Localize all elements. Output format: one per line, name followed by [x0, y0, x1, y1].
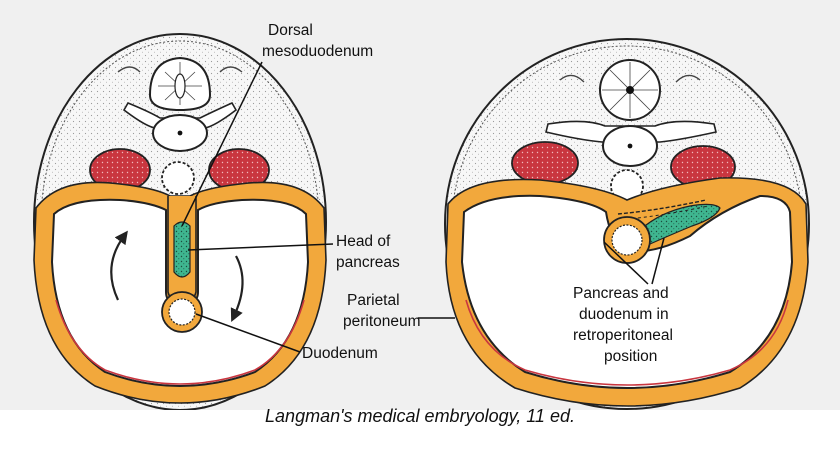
label-retro-line-4: position — [604, 348, 657, 365]
left-pancreas-head — [173, 221, 191, 278]
left-rotation-arrow-right — [230, 255, 244, 322]
right-pancreas — [639, 203, 721, 245]
label-mesoduodenum: mesoduodenum — [262, 43, 373, 60]
right-aorta — [610, 169, 644, 203]
label-duodenum: Duodenum — [302, 345, 378, 362]
label-dorsal: Dorsal — [268, 22, 313, 39]
left-rotation-arrow-left — [110, 230, 128, 301]
embryology-diagram: Dorsal mesoduodenum Head of pancreas Par… — [0, 0, 840, 410]
left-cross-section — [33, 33, 327, 410]
leader-dorsal-mesoduodenum — [181, 61, 263, 227]
label-peritoneum: peritoneum — [343, 313, 421, 330]
left-spinal-cord — [148, 56, 212, 112]
leader-retro-1 — [603, 241, 649, 285]
leader-duodenum — [195, 313, 301, 353]
label-parietal: Parietal — [347, 292, 400, 309]
left-aorta — [161, 161, 195, 195]
right-kidney-left — [511, 141, 579, 185]
label-retro-line-3: retroperitoneal — [573, 327, 673, 344]
label-head-of: Head of — [336, 233, 391, 250]
right-spinal-cord — [599, 59, 661, 121]
right-cross-section — [444, 38, 810, 410]
label-retro-line-2: duodenum in — [579, 306, 669, 323]
leader-retro-2 — [651, 237, 665, 285]
left-duodenum-lumen — [168, 298, 196, 326]
right-duodenum-lumen — [611, 224, 643, 256]
right-vertebra — [545, 74, 717, 167]
right-peritoneal-cavity — [460, 194, 794, 389]
left-peritoneal-cavity — [50, 198, 310, 387]
label-pancreas: pancreas — [336, 254, 400, 271]
left-vertebra — [117, 66, 243, 152]
right-parietal-peritoneum-line — [465, 299, 789, 386]
right-fusion-line — [617, 199, 707, 215]
leader-lines — [181, 61, 665, 353]
leader-head-of-pancreas — [187, 243, 334, 251]
figure-caption: Langman's medical embryology, 11 ed. — [265, 406, 575, 426]
label-retro-line-1: Pancreas and — [573, 285, 669, 302]
